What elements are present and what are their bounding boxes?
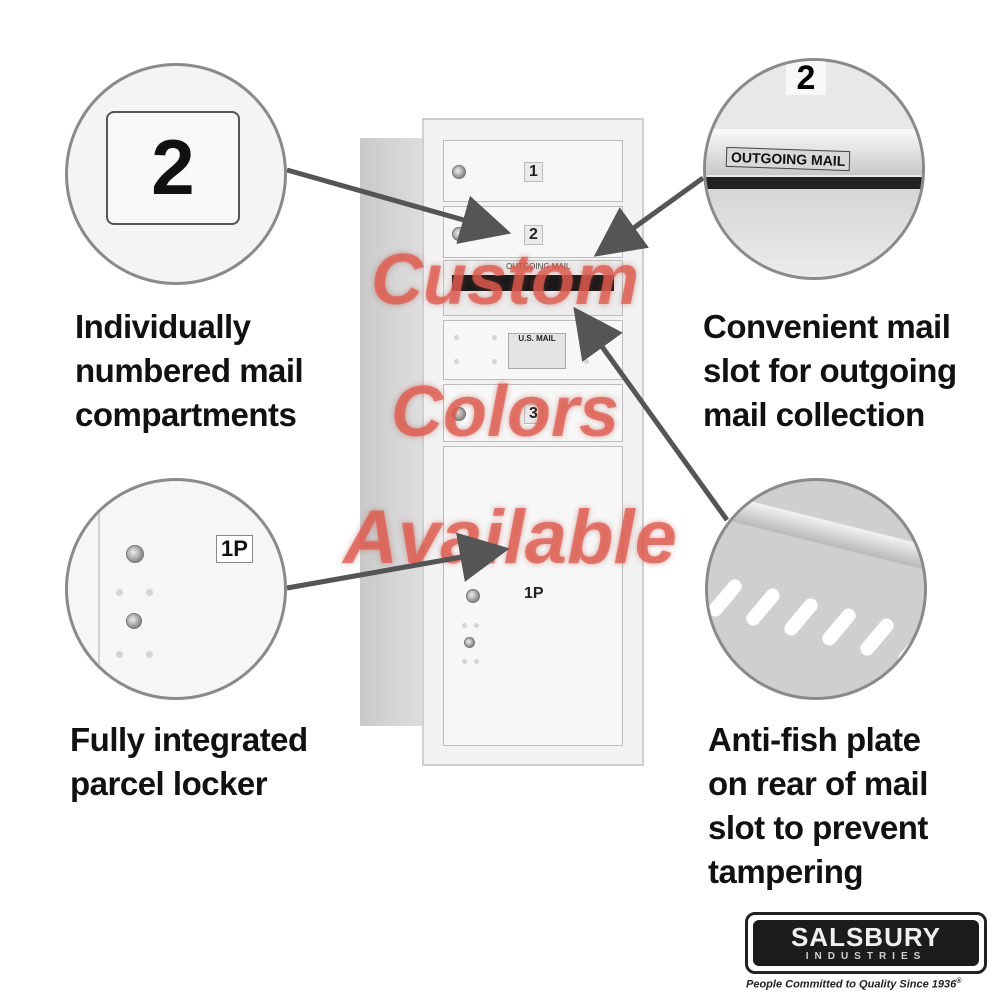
zoom-outgoing-label: OUTGOING MAIL xyxy=(725,146,851,172)
lock-icon xyxy=(466,589,480,603)
feature-parcel-locker: Fully integrated parcel locker xyxy=(70,721,308,802)
usps-label-plate: U.S. MAIL xyxy=(508,333,566,369)
watermark-colors: Colors xyxy=(390,372,620,452)
brand-tagline: People Committed to Quality Since 1936® xyxy=(746,978,962,991)
feature-numbered-compartments: Individually numbered mail compartments xyxy=(75,308,304,433)
arrow-numbered xyxy=(286,167,512,244)
outgoing-mail-label: OUTGOING MAIL xyxy=(506,262,571,271)
lock-icon xyxy=(126,613,142,629)
zoom-outgoing-slot: 2 OUTGOING MAIL xyxy=(703,58,925,280)
zoom-numbered-tag: 2 xyxy=(65,63,287,285)
number-plate: 2 xyxy=(106,111,240,225)
compartment-number: 3 xyxy=(524,404,543,424)
lock-icon xyxy=(464,637,475,648)
antifish-slots xyxy=(708,579,924,666)
arrow-antifish xyxy=(573,306,730,522)
parcel-number: 1P xyxy=(524,585,544,602)
arrow-parcel xyxy=(286,532,510,591)
salsbury-logo: SALSBURY INDUSTRIES xyxy=(745,912,987,974)
compartment-number: 1 xyxy=(524,162,543,182)
zoom-number-tag: 2 xyxy=(786,61,826,95)
parcel-locker-door: 1P xyxy=(443,446,623,746)
lock-icon xyxy=(126,545,144,563)
feature-antifish-plate: Anti-fish plate on rear of mail slot to … xyxy=(708,721,928,890)
mail-slot-opening xyxy=(452,275,614,291)
watermark-available: Available xyxy=(343,495,677,580)
logo-name: SALSBURY xyxy=(790,922,942,952)
zoom-parcel-locker: 1P xyxy=(65,478,287,700)
mail-compartment-3: 3 xyxy=(443,384,623,442)
zoom-parcel-tag: 1P xyxy=(216,535,253,563)
logo-sub: INDUSTRIES xyxy=(805,951,927,962)
arrow-outgoing xyxy=(593,175,705,257)
mail-compartment-1: 1 xyxy=(443,140,623,202)
outgoing-mail-slot-panel: OUTGOING MAIL xyxy=(443,260,623,316)
feature-outgoing-slot: Convenient mail slot for outgoing mail c… xyxy=(703,308,957,433)
mailbox-side-panel xyxy=(360,138,422,726)
lock-icon xyxy=(452,407,466,421)
compartment-number: 2 xyxy=(524,225,543,245)
lock-icon xyxy=(452,165,466,179)
zoom-antifish-plate xyxy=(705,478,927,700)
